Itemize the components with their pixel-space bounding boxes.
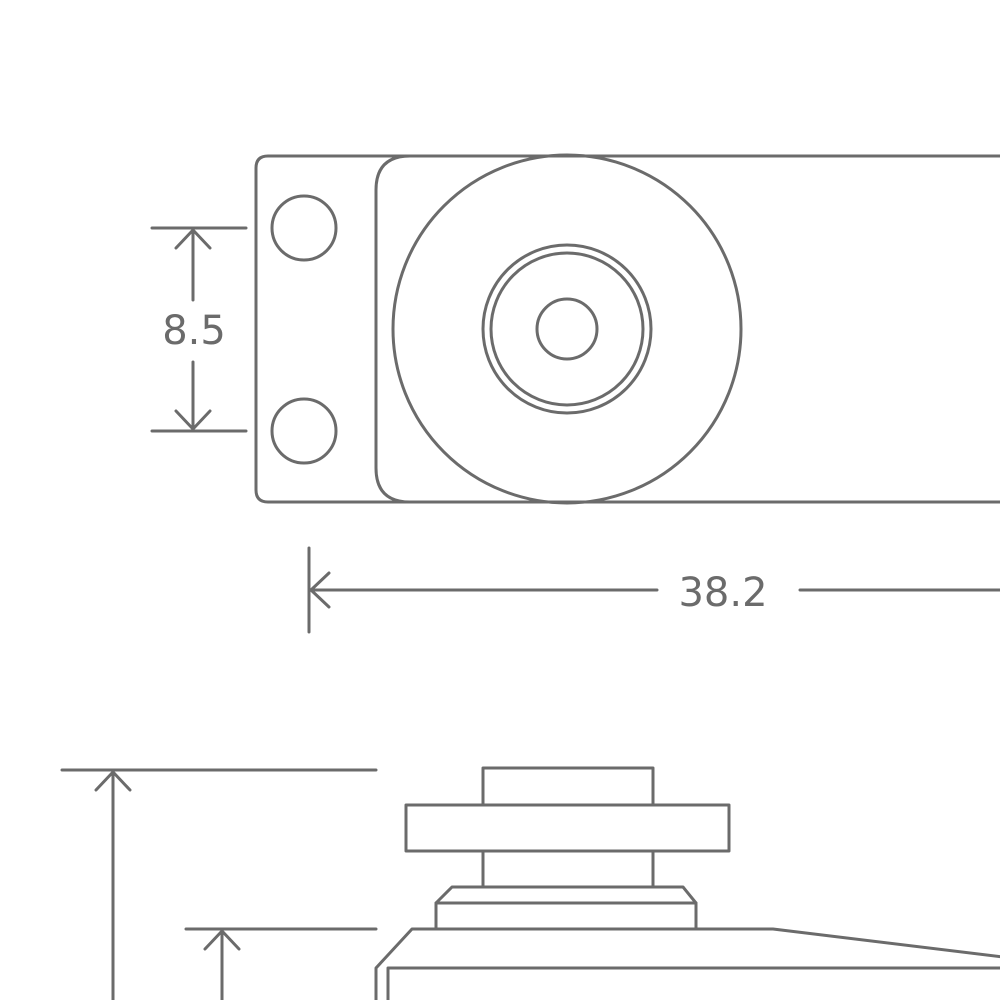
dimension-overall-height	[60, 768, 378, 1000]
body-outline	[254, 154, 1000, 504]
arrowhead-overall-up	[94, 770, 132, 792]
shaft-top	[481, 766, 655, 807]
case-top-outline	[374, 927, 1000, 1000]
dimension-hole-spacing: 8.5	[150, 226, 248, 433]
dimension-case-height	[184, 927, 378, 1000]
side-view	[374, 766, 1000, 1000]
gear-outer-circle	[391, 153, 743, 505]
dimension-label-hole-spacing: 8.5	[162, 308, 226, 354]
output-shaft-ring-inner	[489, 251, 645, 407]
bearing-collar	[434, 885, 698, 931]
housing-outline	[374, 154, 1000, 504]
arrowhead-down	[174, 409, 212, 431]
arrowhead-left	[309, 571, 331, 609]
output-shaft-center	[535, 297, 599, 361]
dimension-mount-width: 38.2	[307, 546, 1000, 634]
horn-flange	[404, 803, 731, 853]
arrowhead-up	[174, 228, 212, 250]
output-shaft-ring-outer	[481, 243, 653, 415]
arrowhead-case-up	[203, 929, 241, 951]
dimension-label-mount-width: 38.2	[678, 570, 767, 616]
top-view	[254, 153, 1000, 505]
case-inner-outline	[386, 966, 1000, 1000]
mounting-hole-top	[270, 194, 338, 262]
mounting-hole-bottom	[270, 397, 338, 465]
